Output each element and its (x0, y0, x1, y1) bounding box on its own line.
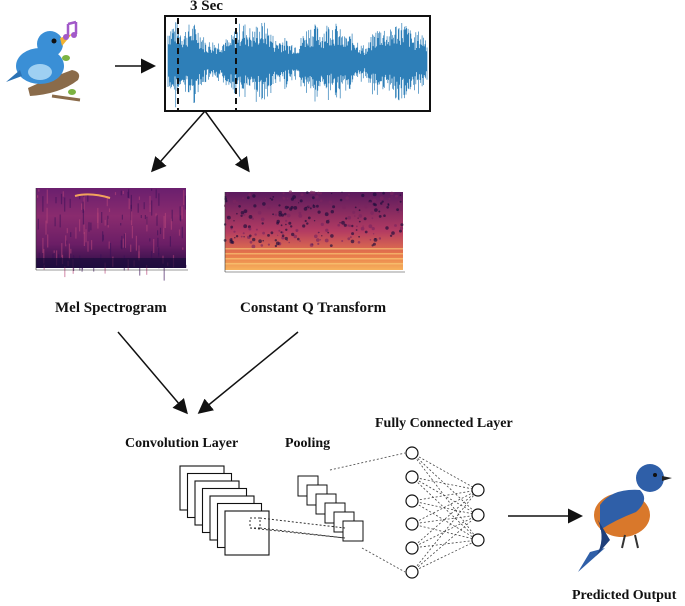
fully-connected-network (329, 446, 485, 579)
arrow-mel-to-conv (117, 331, 188, 415)
fc-input-node (405, 470, 419, 484)
pooling-label: Pooling (285, 436, 331, 451)
fc-output-node (471, 483, 485, 497)
fully-connected-label: Fully Connected Layer (375, 416, 513, 431)
mel-spectrogram-image (35, 188, 188, 281)
arrow-cqt-to-conv (197, 331, 299, 414)
waveform-duration-label: 3 Sec (190, 0, 223, 14)
convolution-layer-label: Convolution Layer (125, 436, 239, 451)
waveform-signal (167, 22, 428, 108)
fc-input-node (405, 541, 419, 555)
mel-spectrogram-label: Mel Spectrogram (55, 300, 167, 316)
cqt-label: Constant Q Transform (240, 300, 387, 316)
music-note-icon (63, 20, 78, 40)
waveform-panel (164, 15, 431, 112)
conv-to-pool-connections (249, 517, 346, 539)
fc-input-node (405, 494, 419, 508)
robin-bird-icon (578, 464, 672, 572)
arrow-to-cqt (204, 110, 250, 173)
pooling-feature-maps (297, 475, 364, 542)
fc-output-node (471, 508, 485, 522)
convolution-feature-maps (179, 465, 270, 556)
fc-input-node (405, 565, 419, 579)
singing-bird-icon (6, 31, 81, 102)
cqt-spectrogram-image (223, 190, 405, 273)
fc-output-node (471, 533, 485, 547)
fc-input-node (405, 446, 419, 460)
fc-input-node (405, 517, 419, 531)
arrow-to-mel (151, 110, 206, 173)
predicted-output-label: Predicted Output (572, 588, 677, 603)
